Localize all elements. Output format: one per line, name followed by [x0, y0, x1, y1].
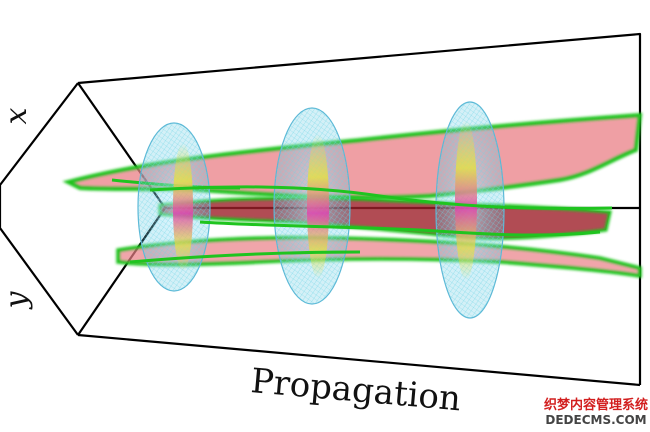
filament-middle: [158, 196, 612, 241]
beam-disk-3: [435, 101, 505, 319]
axis-x-label: x: [0, 107, 34, 124]
beam-disk-3-mode: [455, 120, 477, 280]
axis-y-label: y: [0, 290, 34, 310]
beam-disk-1-mode: [173, 143, 193, 271]
propagation-label: Propagation: [249, 361, 462, 419]
frame-left-wedge: [0, 82, 79, 336]
beam-disk-2: [273, 107, 351, 305]
watermark-line1: 织梦内容管理系统: [544, 397, 648, 413]
watermark-line2: DEDECMS.COM: [545, 413, 646, 427]
frame-bottom-edge: [77, 333, 641, 387]
beam-disk-1: [137, 122, 211, 292]
filament-overlay-strands: [129, 185, 613, 264]
beam-disk-2-mode: [307, 134, 329, 278]
filament-lower-fill: [118, 237, 640, 276]
